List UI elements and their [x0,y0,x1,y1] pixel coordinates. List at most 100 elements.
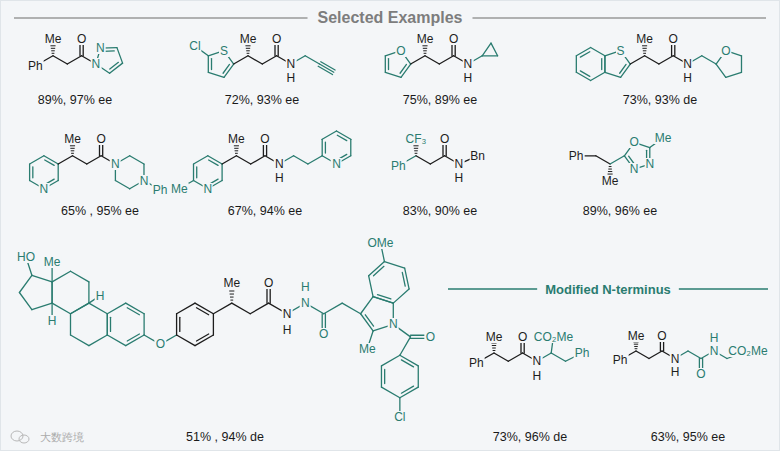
bond-line [45,160,54,165]
bond-line [52,50,55,51]
bond-line [197,308,209,315]
bond-line [416,156,430,164]
bond-line [493,350,495,351]
yield-caption: 89%, 97% ee [38,94,112,107]
bond-line [401,386,413,393]
atom-label: S [219,45,229,57]
bond-line [621,64,631,77]
bond-line [58,164,59,181]
bond-line [305,56,319,64]
bond-line [208,72,224,77]
bond-line [645,56,659,64]
bond-line [401,360,413,367]
atom-label: O [259,133,270,145]
bond-line [642,45,646,46]
atom-label: N [300,297,311,309]
bond-line [385,72,401,77]
bond-line [53,56,67,64]
bond-line [369,276,373,297]
bond-line [369,262,385,276]
bond-line [741,56,742,73]
bond-line [610,156,624,164]
bond-line [70,314,71,335]
bond-line [423,48,427,49]
bond-line [716,64,726,77]
bond-line [643,48,647,49]
bond-line [384,262,404,269]
bond-line [430,156,444,164]
bond-line [415,153,417,154]
bond-line [197,334,209,341]
bond-line [576,72,590,80]
bond-line [234,145,238,146]
bond-line [384,370,385,384]
atom-label: H [95,290,106,302]
bond-line [702,56,716,64]
bond-line [194,156,208,164]
atom-label: N [331,158,342,170]
atom-label: Bn [469,150,486,162]
bond-line [634,344,638,345]
bond-line [89,303,107,314]
bond-line [630,56,644,64]
bond-line [89,335,107,346]
bond-line [193,164,194,181]
bond-line [58,156,72,164]
yield-caption: 65% , 95% ee [61,205,139,218]
bond-line [213,314,214,335]
bond-line [415,150,418,151]
bond-line [400,387,418,398]
bond-line [235,150,238,151]
atom-label: O [439,133,450,145]
bond-line [608,171,612,172]
bond-line [231,300,233,301]
bond-line [643,50,646,51]
atom-label: H [454,172,465,184]
bond-line [110,317,111,331]
atom-label: O [695,368,706,380]
atom-label: N [110,158,121,170]
atom-label: Me [601,175,620,187]
atom-label: O [517,331,528,343]
bond-line [130,156,144,164]
header-rule [448,288,537,290]
bond-line [381,387,399,398]
bond-line [230,294,234,295]
bond-line [336,131,350,139]
bond-line [251,156,265,164]
bond-line [208,56,209,73]
bond-line [224,64,234,77]
bond-line [494,353,508,361]
bond-line [107,303,125,314]
bond-line [400,337,411,355]
atom-label: N [463,58,474,70]
bond-line [381,355,399,366]
bond-line [30,156,44,164]
bond-line [247,50,250,51]
bond-line [373,297,393,304]
bond-line [365,315,373,326]
bond-line [322,139,323,156]
atom-label: Me [170,183,189,195]
atom-label: O [271,33,282,45]
atom-label: H [532,370,543,382]
bond-line [32,167,33,178]
bond-line [110,62,119,69]
bond-line [51,282,52,303]
atom-label: Ph [568,150,585,162]
bond-line [51,48,55,49]
bond-line [414,145,418,146]
atom-label: H [286,72,297,84]
bond-line [482,43,491,56]
yield-caption: 72%, 93% ee [225,94,299,107]
atom-label: O [318,328,329,340]
bond-line [373,266,383,275]
bond-line [117,48,123,64]
atom-label: O [668,33,679,45]
bond-line [248,56,262,64]
atom-label: O [448,33,459,45]
bond-line [726,72,742,77]
atom-label: Cl [393,411,406,423]
bond-line [401,64,411,77]
atom-label: Me [43,256,62,268]
